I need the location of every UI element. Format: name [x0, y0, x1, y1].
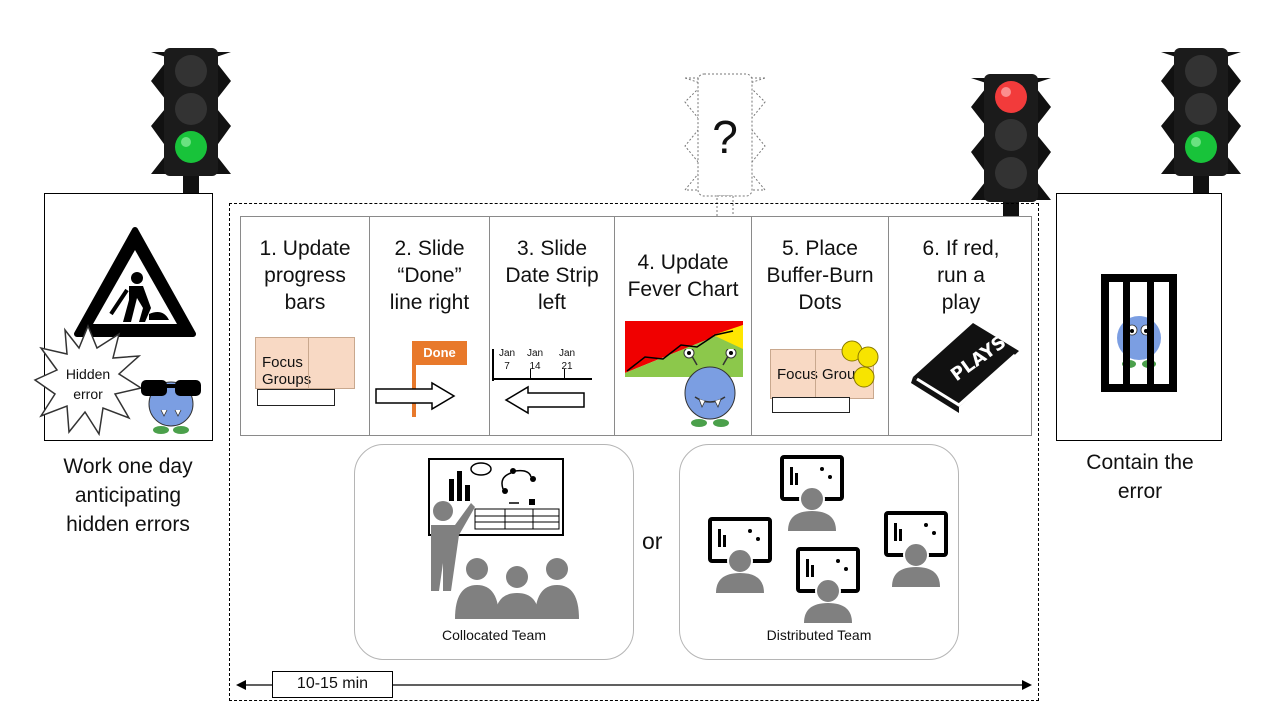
traffic-light-green-right-icon — [1161, 48, 1241, 194]
remote-participant-1-icon — [780, 455, 844, 531]
steps-table: 1. Update progress bars Focus Groups 2. … — [240, 216, 1032, 436]
traffic-light-green-left-icon — [151, 48, 231, 194]
arrow-left-icon — [504, 385, 585, 415]
question-mark: ? — [712, 111, 738, 163]
buffer-burn-dots-icon — [841, 340, 879, 388]
date-tick-2: Jan 14 — [520, 347, 550, 373]
date-axis — [492, 378, 592, 380]
step-2: 2. Slide “Done” line right Done — [370, 217, 490, 435]
step-1: 1. Update progress bars Focus Groups — [241, 217, 370, 435]
step-1-title: 1. Update progress bars — [259, 237, 351, 314]
distributed-team-box: Distributed Team — [679, 444, 959, 660]
date-day-2: 14 — [529, 361, 541, 372]
done-line — [412, 341, 416, 417]
left-caption: Work one day anticipating hidden errors — [63, 455, 193, 536]
playbook-icon: PLAYS — [911, 323, 1019, 413]
progress-bar-empty-2 — [772, 397, 850, 413]
left-panel: Hidden error — [33, 193, 213, 441]
step-6-title: 6. If red, run a play — [922, 237, 1000, 314]
remote-participant-4-icon — [796, 547, 860, 623]
timebox-label: 10-15 min — [272, 671, 393, 698]
focus-groups-note: Focus Groups — [255, 337, 355, 389]
monster-in-jail-icon — [1101, 274, 1177, 392]
whiteboard-presenter-icon — [428, 458, 564, 536]
hidden-error-label: Hidden error — [65, 366, 111, 402]
dotted-traffic-light-icon — [683, 73, 767, 218]
focus-groups-note-2-text: Focus Grou — [777, 366, 856, 383]
step-2-title: 2. Slide “Done” line right — [389, 237, 470, 314]
or-label: or — [642, 528, 663, 554]
remote-participant-2-icon — [708, 517, 772, 593]
audience-group-icon — [455, 558, 579, 619]
date-tick-3: Jan 21 — [552, 347, 582, 373]
progress-bar-empty — [257, 389, 335, 406]
right-panel — [1056, 193, 1222, 441]
step-4: 4. Update Fever Chart — [615, 217, 752, 435]
daily-cycle-frame — [229, 203, 1039, 701]
construction-warning-sign-icon — [74, 227, 196, 337]
explosion-burst-icon — [33, 324, 143, 437]
focus-groups-note-text: Focus Groups — [262, 354, 312, 388]
date-day-3: 21 — [561, 361, 573, 372]
date-tick-1: Jan 7 — [492, 347, 522, 373]
date-day-1: 7 — [504, 361, 510, 372]
monster-icon — [683, 349, 737, 427]
distributed-team-label: Distributed Team — [766, 627, 872, 643]
step-4-title: 4. Update Fever Chart — [627, 251, 739, 301]
presenter-figure-icon — [431, 501, 475, 591]
step-3: 3. Slide Date Strip left Jan 7 Jan 14 Ja… — [490, 217, 615, 435]
collocated-team-label: Collocated Team — [441, 627, 547, 643]
date-strip: Jan 7 Jan 14 Jan 21 — [492, 347, 592, 385]
unknown-traffic-light: ? — [680, 72, 770, 218]
step-5: 5. Place Buffer-Burn Dots Focus Grou — [752, 217, 889, 435]
step-5-title: 5. Place Buffer-Burn Dots — [766, 237, 874, 314]
step-6: 6. If red, run a play PLAYS — [889, 217, 1033, 435]
traffic-light-red-icon — [971, 74, 1051, 220]
arrow-right-icon — [375, 381, 456, 411]
done-flag: Done — [412, 341, 467, 365]
date-month-3: Jan — [558, 348, 576, 359]
remote-participant-3-icon — [884, 511, 948, 587]
date-month-2: Jan — [526, 348, 544, 359]
date-month-1: Jan — [498, 348, 516, 359]
monster-with-sunglasses-icon — [141, 380, 201, 434]
collocated-team-box: Collocated Team — [354, 444, 634, 660]
right-caption: Contain the error — [1086, 451, 1194, 503]
step-3-title: 3. Slide Date Strip left — [505, 237, 599, 314]
